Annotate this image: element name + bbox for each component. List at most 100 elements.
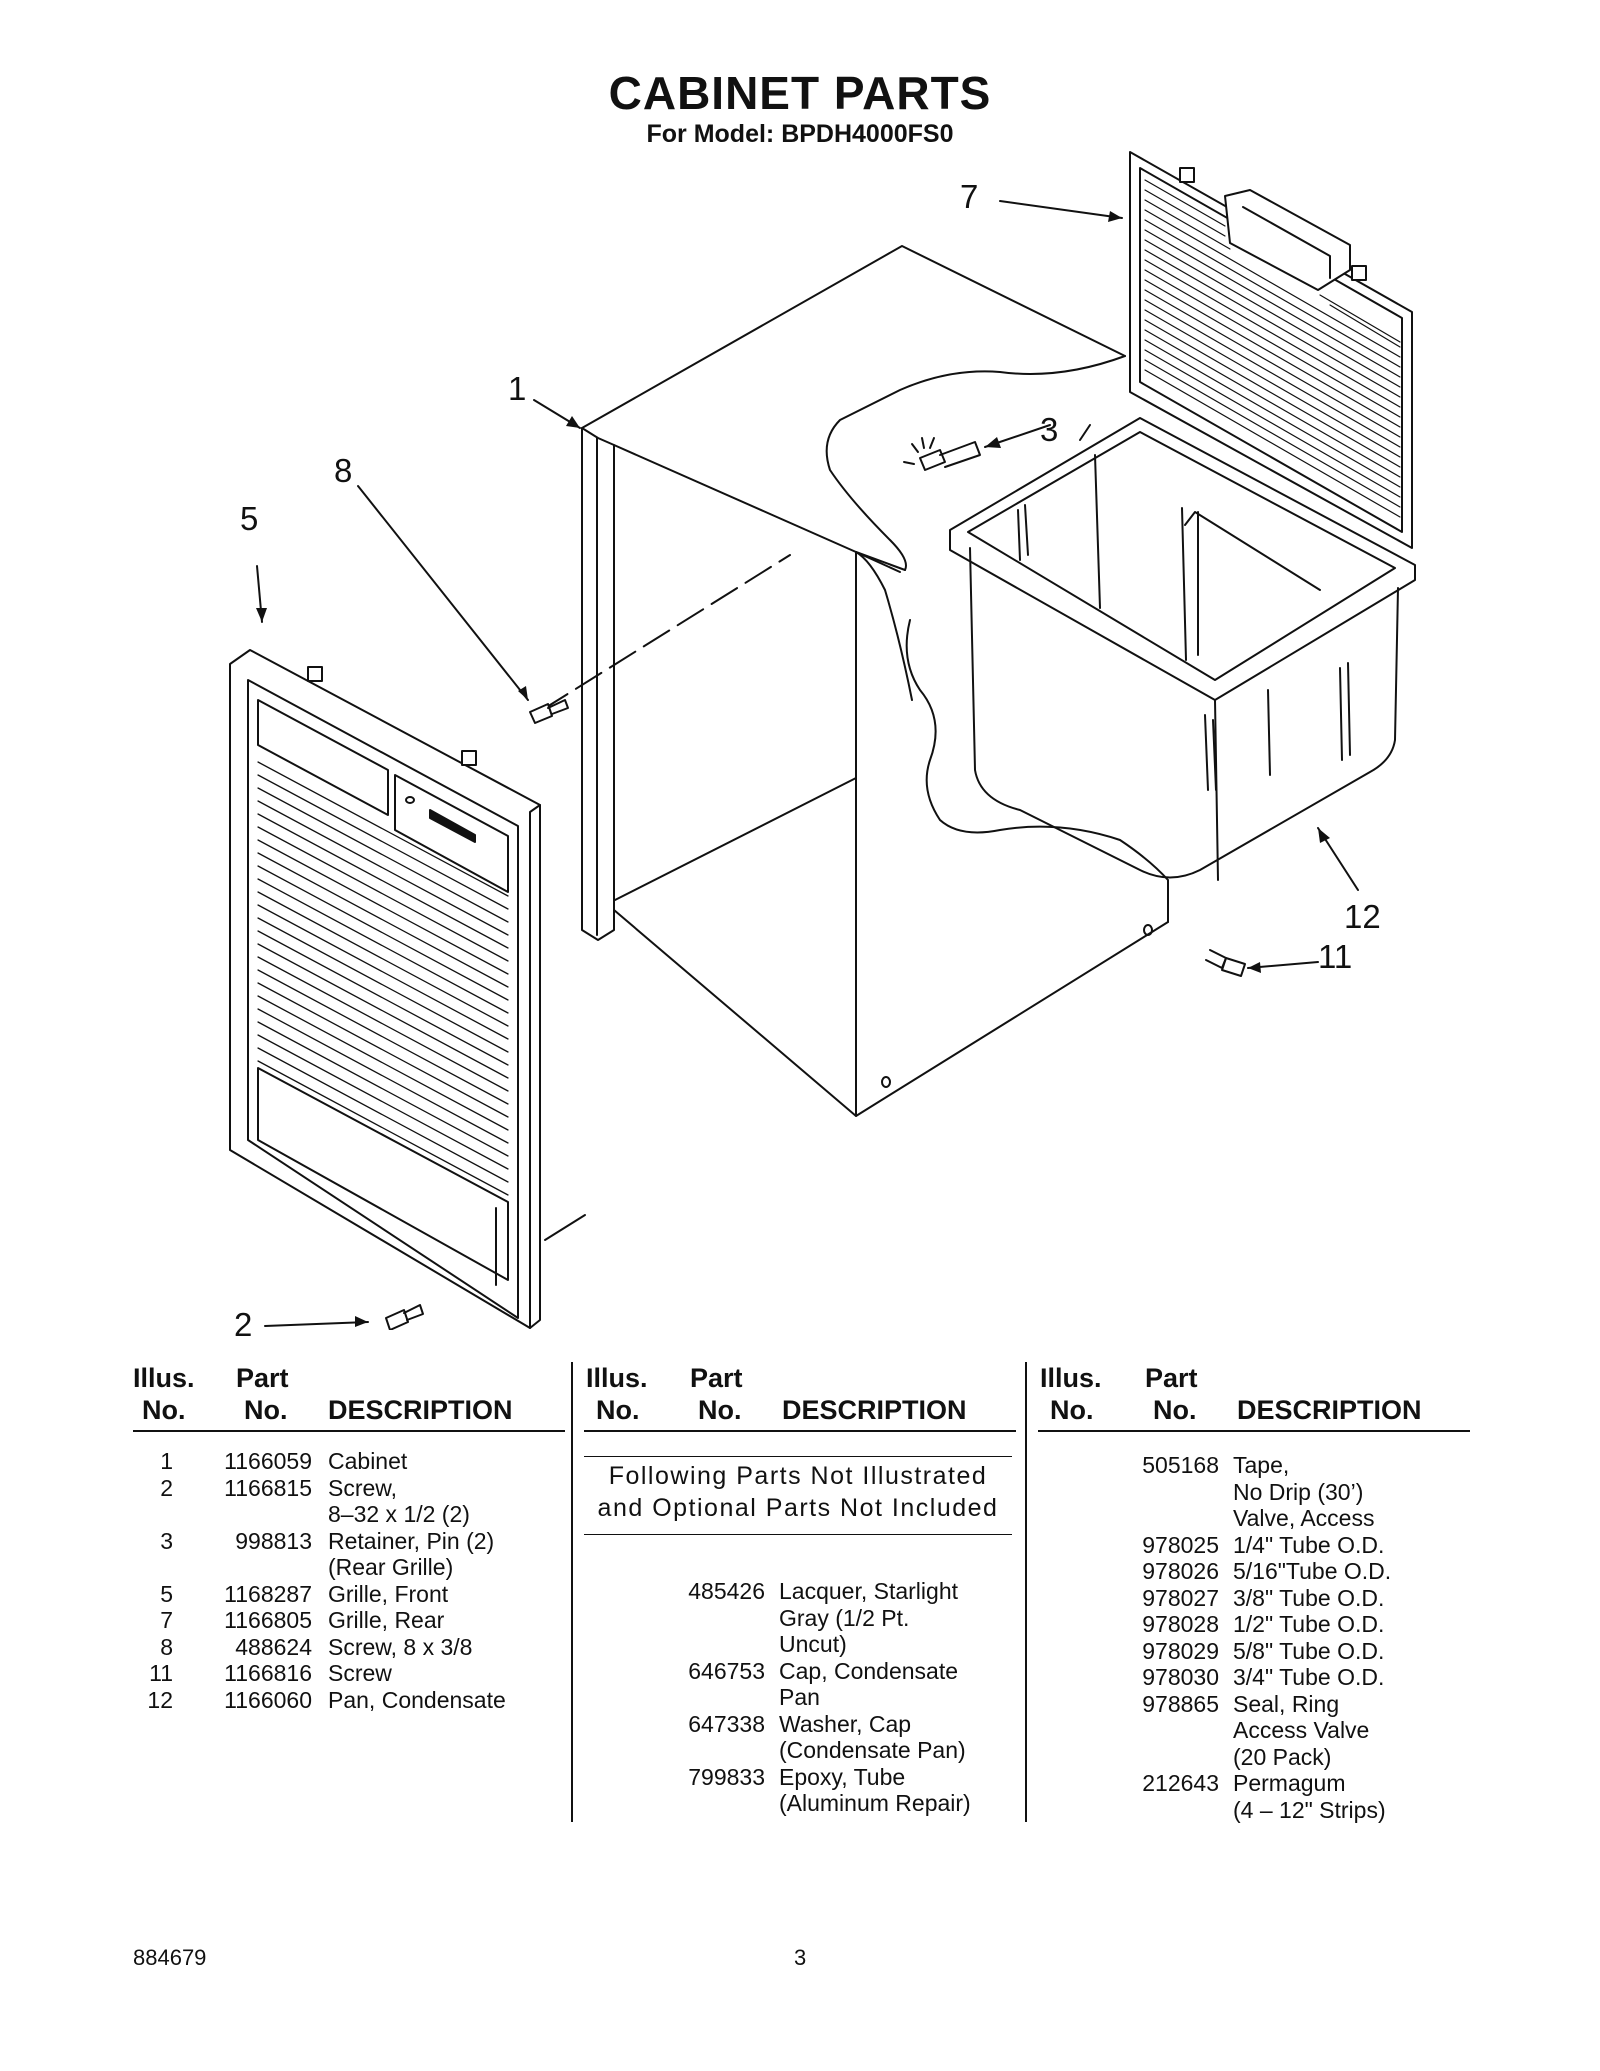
page-number: 3 bbox=[794, 1945, 807, 1970]
part-number: 1166815 bbox=[224, 1474, 312, 1501]
part-description: Cabinet bbox=[328, 1448, 408, 1474]
col3-description-header: DESCRIPTION bbox=[1237, 1395, 1422, 1425]
part-description: Valve, Access bbox=[1233, 1505, 1375, 1531]
parts-list-row: 646753 Cap, Condensate bbox=[586, 1658, 1016, 1685]
rear-grille-part bbox=[1129, 151, 1413, 549]
part-description: (Aluminum Repair) bbox=[779, 1790, 971, 1816]
parts-list-row: 978028 1/2" Tube O.D. bbox=[1040, 1611, 1470, 1638]
part-number: 646753 bbox=[688, 1657, 765, 1684]
parts-list-row: No Drip (30’) bbox=[1040, 1479, 1470, 1506]
col2-illus-header-2: No. bbox=[596, 1395, 640, 1425]
parts-list-row: (Aluminum Repair) bbox=[586, 1790, 1016, 1817]
parts-list-row: (Rear Grille) bbox=[133, 1554, 563, 1581]
part-number: 978028 bbox=[1142, 1611, 1219, 1637]
part-description: No Drip (30’) bbox=[1233, 1478, 1364, 1505]
part-number: 998813 bbox=[235, 1527, 312, 1554]
part-number: 1166805 bbox=[224, 1607, 312, 1633]
parts-list-row: Access Valve bbox=[1040, 1717, 1470, 1744]
col3-illus-header-2: No. bbox=[1050, 1395, 1094, 1425]
retainer-pin-part bbox=[903, 437, 981, 471]
screw-part-11 bbox=[1205, 949, 1246, 977]
part-description: Retainer, Pin (2) bbox=[328, 1527, 495, 1554]
part-description: Screw, 8 x 3/8 bbox=[328, 1633, 473, 1660]
parts-list-row: Uncut) bbox=[586, 1631, 1016, 1658]
part-description: 3/4" Tube O.D. bbox=[1233, 1664, 1385, 1690]
part-description: Pan, Condensate bbox=[328, 1686, 506, 1713]
col1-illus-header-1: Illus. bbox=[133, 1363, 195, 1393]
column-divider-2 bbox=[1025, 1362, 1027, 1822]
part-description: Epoxy, Tube bbox=[779, 1763, 906, 1790]
parts-list-row: 1 1166059 Cabinet bbox=[133, 1448, 563, 1475]
callout-8: 8 bbox=[334, 452, 353, 489]
part-number: 978030 bbox=[1142, 1664, 1219, 1690]
condensate-pan-part bbox=[949, 417, 1416, 881]
parts-list-row: 978865 Seal, Ring bbox=[1040, 1691, 1470, 1718]
part-description: Uncut) bbox=[779, 1631, 847, 1657]
callout-2: 2 bbox=[234, 1306, 253, 1343]
part-description: Tape, bbox=[1233, 1452, 1290, 1478]
illus-number: 8 bbox=[160, 1633, 173, 1660]
col3-part-header-2: No. bbox=[1153, 1395, 1197, 1425]
part-description: 1/4" Tube O.D. bbox=[1233, 1531, 1385, 1558]
part-description: 3/8" Tube O.D. bbox=[1233, 1584, 1385, 1611]
part-description: (20 Pack) bbox=[1233, 1743, 1332, 1770]
col1-part-header-2: No. bbox=[244, 1395, 288, 1425]
column-divider-1 bbox=[571, 1362, 573, 1822]
page-title: CABINET PARTS bbox=[608, 67, 992, 119]
illus-number: 2 bbox=[160, 1474, 173, 1501]
cabinet-part bbox=[541, 245, 1169, 1117]
col1-header-rule bbox=[133, 1430, 565, 1432]
parts-list-row: (4 – 12" Strips) bbox=[1040, 1797, 1470, 1824]
notice-line-1: Following Parts Not Illustrated bbox=[608, 1462, 988, 1490]
part-number: 1168287 bbox=[224, 1580, 312, 1607]
col2-description-header: DESCRIPTION bbox=[782, 1395, 967, 1425]
notice-top-rule bbox=[584, 1456, 1012, 1457]
part-description: Cap, Condensate bbox=[779, 1657, 959, 1684]
callout-11: 11 bbox=[1318, 938, 1353, 975]
illus-number: 3 bbox=[160, 1527, 173, 1554]
parts-list-row: Valve, Access bbox=[1040, 1505, 1470, 1532]
part-description: Access Valve bbox=[1233, 1717, 1370, 1743]
part-number: 485426 bbox=[688, 1578, 765, 1604]
part-number: 978865 bbox=[1142, 1690, 1219, 1717]
col2-illus-header-1: Illus. bbox=[586, 1363, 648, 1393]
illus-number: 7 bbox=[160, 1607, 173, 1633]
illus-number: 5 bbox=[160, 1580, 173, 1607]
part-number: 978027 bbox=[1142, 1584, 1219, 1611]
part-number: 1166060 bbox=[224, 1686, 312, 1713]
part-description: 8–32 x 1/2 (2) bbox=[328, 1501, 470, 1527]
screw-part-8 bbox=[529, 699, 569, 724]
parts-list-row: 978030 3/4" Tube O.D. bbox=[1040, 1664, 1470, 1691]
part-description: (Condensate Pan) bbox=[779, 1737, 966, 1763]
illus-number: 11 bbox=[149, 1660, 173, 1686]
screw-part-2 bbox=[385, 1304, 424, 1330]
illus-number: 1 bbox=[160, 1448, 173, 1474]
part-number: 212643 bbox=[1142, 1770, 1219, 1796]
part-description: Seal, Ring bbox=[1233, 1690, 1340, 1717]
document-number: 884679 bbox=[133, 1945, 207, 1970]
parts-list-row: 978027 3/8" Tube O.D. bbox=[1040, 1585, 1470, 1612]
part-number: 1166059 bbox=[224, 1448, 312, 1474]
front-grille-part bbox=[229, 649, 586, 1329]
notice-bottom-rule bbox=[584, 1534, 1012, 1535]
col3-part-header-1: Part bbox=[1145, 1363, 1198, 1393]
part-description: 5/16"Tube O.D. bbox=[1233, 1558, 1392, 1584]
part-description: Gray (1/2 Pt. bbox=[779, 1604, 910, 1631]
not-illustrated-notice: Following Parts Not Illustrated and Opti… bbox=[578, 1460, 1018, 1524]
part-description: Grille, Rear bbox=[328, 1607, 445, 1633]
col2-part-header-1: Part bbox=[690, 1363, 743, 1393]
parts-list-row: (20 Pack) bbox=[1040, 1744, 1470, 1771]
part-description: 1/2" Tube O.D. bbox=[1233, 1611, 1385, 1637]
parts-list-row: 7 1166805 Grille, Rear bbox=[133, 1607, 563, 1634]
callout-3: 3 bbox=[1040, 411, 1059, 448]
